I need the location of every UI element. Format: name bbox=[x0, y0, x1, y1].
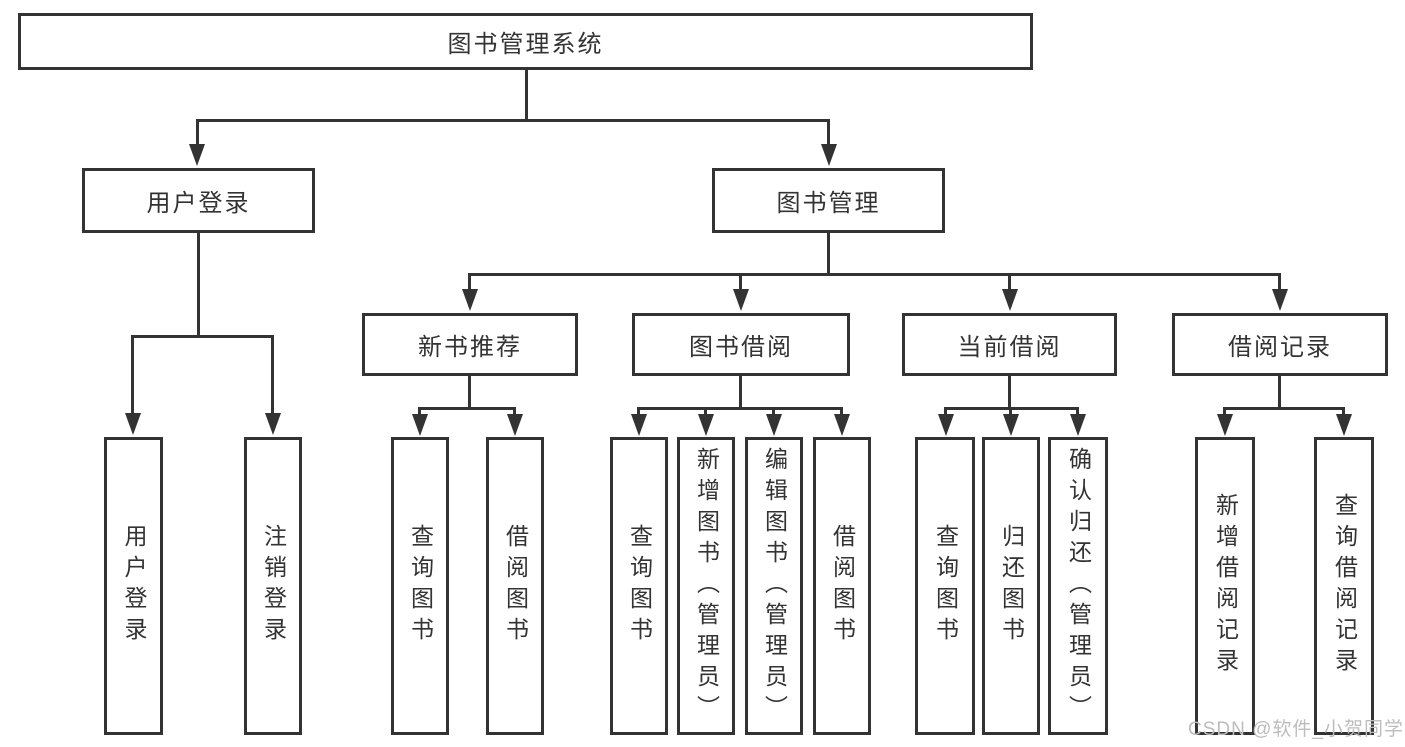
edge-line bbox=[1278, 273, 1281, 292]
arrow-down-icon bbox=[1336, 414, 1352, 436]
edge-line bbox=[637, 407, 843, 410]
arrow-down-icon bbox=[733, 289, 749, 311]
node-root: 图书管理系统 bbox=[18, 13, 1033, 70]
edge-line bbox=[131, 335, 274, 338]
arrow-down-icon bbox=[698, 414, 714, 436]
arrow-down-icon bbox=[1217, 414, 1233, 436]
node-book-mgmt-label: 图书管理 bbox=[776, 190, 881, 217]
edge-line bbox=[704, 407, 707, 416]
leaf-cb-confirm-return-label: 确认归还（管理员） bbox=[1065, 446, 1092, 726]
arrow-down-icon bbox=[821, 144, 837, 166]
edge-line bbox=[271, 335, 274, 415]
arrow-down-icon bbox=[507, 414, 523, 436]
arrow-down-icon bbox=[125, 413, 141, 435]
edge-line bbox=[827, 119, 830, 146]
edge-line bbox=[827, 232, 830, 273]
leaf-nbr-borrow-book: 借阅图书 bbox=[486, 437, 544, 735]
node-new-book-rec: 新书推荐 bbox=[362, 313, 578, 376]
edge-line bbox=[468, 376, 471, 407]
node-book-borrow: 图书借阅 bbox=[632, 313, 850, 376]
leaf-bb-query-book-label: 查询图书 bbox=[626, 524, 653, 648]
leaf-nbr-borrow-book-label: 借阅图书 bbox=[502, 524, 529, 648]
arrow-down-icon bbox=[834, 414, 850, 436]
edge-line bbox=[196, 119, 830, 122]
node-book-mgmt: 图书管理 bbox=[712, 168, 945, 233]
edge-line bbox=[197, 232, 200, 335]
arrow-down-icon bbox=[189, 144, 205, 166]
edge-line bbox=[525, 69, 528, 119]
node-borrow-records-label: 借阅记录 bbox=[1228, 334, 1332, 361]
edge-line bbox=[739, 376, 742, 407]
arrow-down-icon bbox=[265, 413, 281, 435]
leaf-logout: 注销登录 bbox=[244, 437, 302, 735]
edge-line bbox=[1008, 273, 1011, 292]
arrow-down-icon bbox=[938, 414, 954, 436]
edge-line bbox=[1009, 407, 1012, 416]
edge-line bbox=[131, 335, 134, 415]
leaf-br-add-record-label: 新增借阅记录 bbox=[1212, 493, 1239, 679]
arrow-down-icon bbox=[1002, 289, 1018, 311]
arrow-down-icon bbox=[462, 289, 478, 311]
edge-line bbox=[944, 407, 947, 416]
node-user-login: 用户登录 bbox=[82, 168, 315, 233]
node-root-label: 图书管理系统 bbox=[447, 31, 604, 58]
leaf-cb-confirm-return: 确认归还（管理员） bbox=[1048, 437, 1108, 735]
edge-line bbox=[1008, 376, 1011, 407]
leaf-bb-query-book: 查询图书 bbox=[610, 437, 668, 735]
arrow-down-icon bbox=[1272, 289, 1288, 311]
node-new-book-rec-label: 新书推荐 bbox=[418, 334, 522, 361]
edge-line bbox=[418, 407, 421, 416]
edge-line bbox=[840, 407, 843, 416]
leaf-bb-edit-book-label: 编辑图书（管理员） bbox=[761, 446, 788, 726]
edge-line bbox=[637, 407, 640, 416]
leaf-bb-borrow-book-label: 借阅图书 bbox=[829, 524, 856, 648]
edge-line bbox=[739, 273, 742, 292]
leaf-bb-borrow-book: 借阅图书 bbox=[813, 437, 871, 735]
leaf-nbr-query-book: 查询图书 bbox=[391, 437, 449, 735]
edge-line bbox=[772, 407, 775, 416]
leaf-cb-return-book: 归还图书 bbox=[982, 437, 1040, 735]
arrow-down-icon bbox=[412, 414, 428, 436]
leaf-bb-edit-book: 编辑图书（管理员） bbox=[745, 437, 803, 735]
node-borrow-records: 借阅记录 bbox=[1172, 313, 1388, 376]
node-user-login-label: 用户登录 bbox=[146, 190, 251, 217]
arrow-down-icon bbox=[1003, 414, 1019, 436]
leaf-user-login: 用户登录 bbox=[104, 437, 163, 735]
leaf-cb-query-book: 查询图书 bbox=[915, 437, 975, 735]
leaf-nbr-query-book-label: 查询图书 bbox=[407, 524, 434, 648]
edge-line bbox=[1223, 407, 1344, 410]
edge-line bbox=[196, 119, 199, 146]
edge-line bbox=[418, 407, 516, 410]
edge-line bbox=[1076, 407, 1079, 416]
watermark: CSDN @软件_小贺同学 bbox=[1188, 719, 1404, 740]
leaf-cb-return-book-label: 归还图书 bbox=[998, 524, 1025, 648]
edge-line bbox=[1342, 407, 1345, 416]
edge-line bbox=[1223, 407, 1226, 416]
edge-line bbox=[1278, 376, 1281, 407]
leaf-br-query-record-label: 查询借阅记录 bbox=[1331, 493, 1358, 679]
leaf-bb-add-book: 新增图书（管理员） bbox=[677, 437, 735, 735]
leaf-br-add-record: 新增借阅记录 bbox=[1195, 437, 1255, 735]
edge-line bbox=[513, 407, 516, 416]
leaf-logout-label: 注销登录 bbox=[260, 524, 287, 648]
node-book-borrow-label: 图书借阅 bbox=[689, 334, 793, 361]
node-current-borrow: 当前借阅 bbox=[902, 313, 1117, 376]
leaf-user-login-label: 用户登录 bbox=[121, 524, 147, 648]
leaf-bb-add-book-label: 新增图书（管理员） bbox=[693, 446, 720, 726]
node-current-borrow-label: 当前借阅 bbox=[957, 334, 1062, 361]
leaf-br-query-record: 查询借阅记录 bbox=[1314, 437, 1374, 735]
edge-line bbox=[468, 273, 471, 292]
arrow-down-icon bbox=[766, 414, 782, 436]
arrow-down-icon bbox=[1070, 414, 1086, 436]
arrow-down-icon bbox=[631, 414, 647, 436]
edge-line bbox=[468, 273, 1281, 276]
leaf-cb-query-book-label: 查询图书 bbox=[932, 524, 959, 648]
